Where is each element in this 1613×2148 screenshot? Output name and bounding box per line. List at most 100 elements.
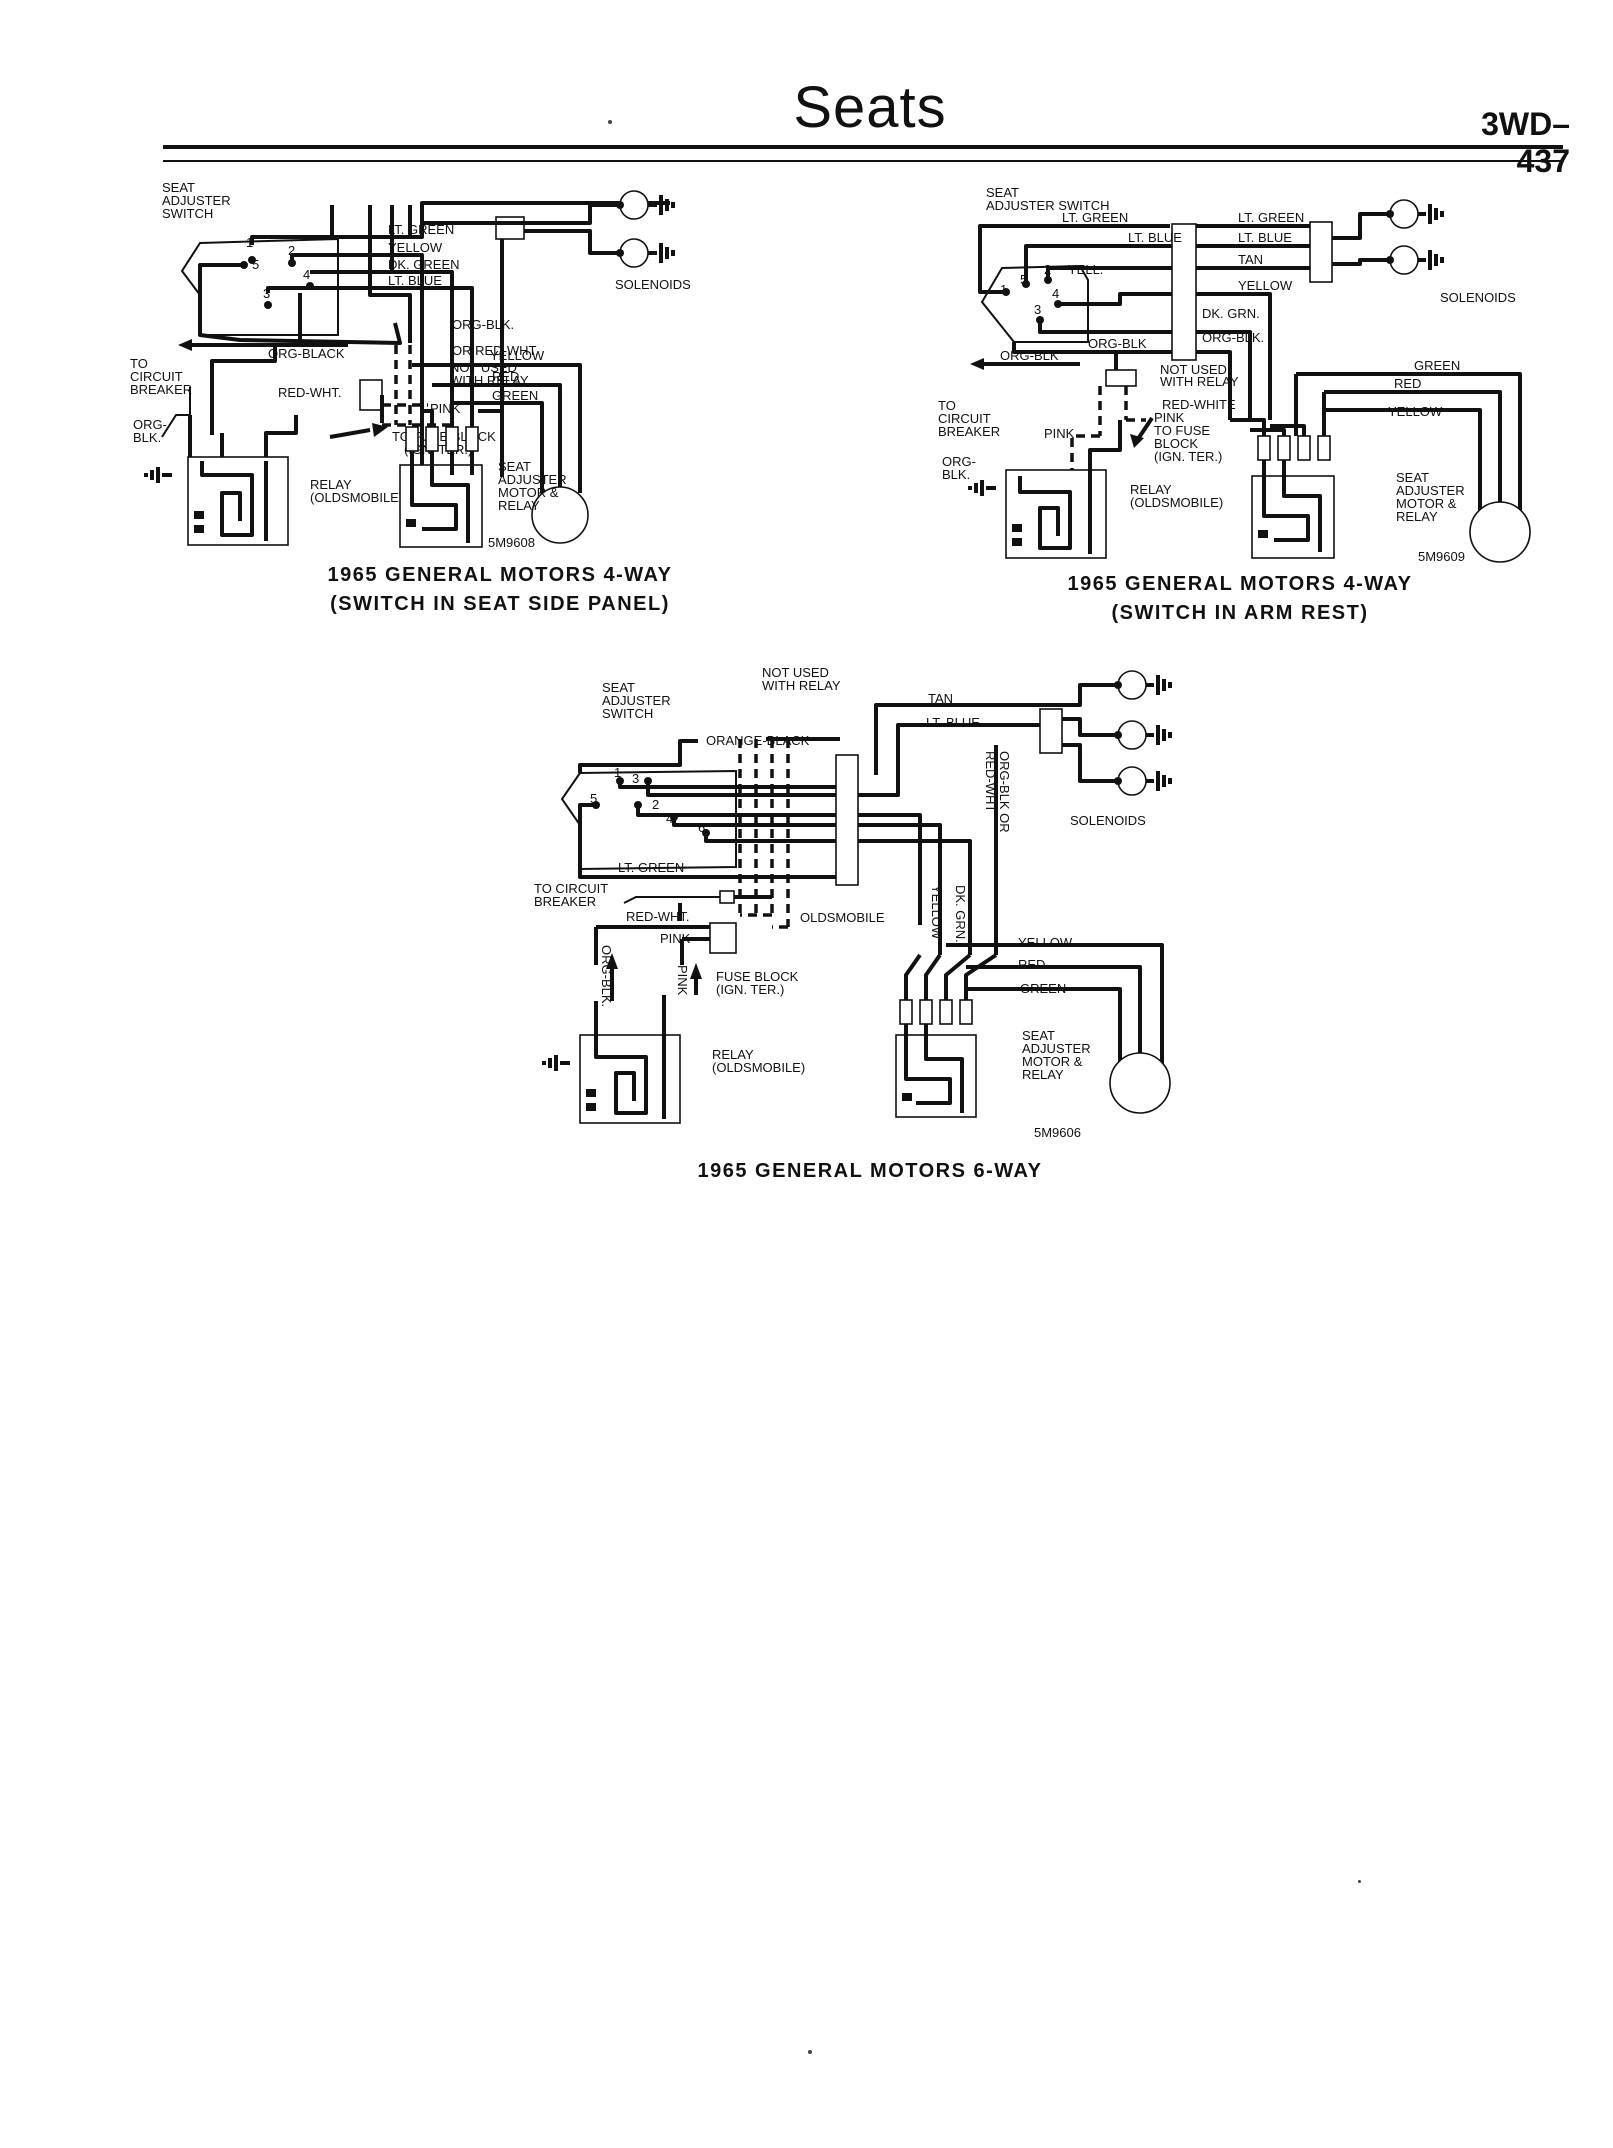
relay-label: (OLDSMOBILE) xyxy=(1130,495,1223,510)
wiring-diagram-4way-side-panel: SEAT ADJUSTER SWITCH 1 5 2 4 3 SOLENOIDS xyxy=(130,180,691,550)
wire-label: ORG-BLK xyxy=(1088,336,1147,351)
scan-speck xyxy=(808,2050,812,2054)
ground-icon xyxy=(1418,204,1444,224)
header-rule xyxy=(163,145,1563,149)
pin-label: 4 xyxy=(1052,286,1059,301)
solenoid xyxy=(1389,245,1419,275)
center-connector xyxy=(835,754,859,886)
motor-connector xyxy=(1277,435,1291,461)
relay-label: RELAY xyxy=(1130,482,1172,497)
motor-wire-label: RED xyxy=(1394,376,1421,391)
pin-label: 4 xyxy=(303,267,310,282)
pink-label-2: PINK xyxy=(1044,426,1075,441)
wire-label: YELLOW xyxy=(1238,278,1293,293)
relay-terminal xyxy=(1012,538,1022,546)
pin-label: 5 xyxy=(252,257,259,272)
page-title: Seats xyxy=(793,75,947,140)
pink-vert-label: PINK xyxy=(675,965,690,996)
motor-connector xyxy=(405,426,419,452)
breaker-label: CIRCUIT xyxy=(938,411,991,426)
caption-line: 1965 GENERAL MOTORS 4-WAY xyxy=(327,564,673,586)
wire-label: LT. BLUE xyxy=(388,273,442,288)
wire-to-fuse xyxy=(329,428,371,439)
motor-label: SEAT xyxy=(1022,1028,1055,1043)
fuse-label: (IGN. TER.) xyxy=(1154,449,1222,464)
motor-connector xyxy=(1257,435,1271,461)
ground-icon xyxy=(648,195,675,215)
solenoid xyxy=(1117,766,1147,796)
motor-label: MOTOR & xyxy=(1022,1054,1083,1069)
relay-connector xyxy=(709,922,737,954)
scan-speck xyxy=(1358,1880,1361,1883)
solenoid xyxy=(1389,199,1419,229)
relay-windings xyxy=(594,995,666,1119)
fuse-label: (IGN. TER.) xyxy=(716,982,784,997)
motor-terminal xyxy=(1258,530,1268,538)
solenoid-connector xyxy=(1309,221,1333,283)
motor-wire-label: YELLOW xyxy=(1018,935,1073,950)
leader-line xyxy=(161,414,190,438)
breaker-label: CIRCUIT xyxy=(130,369,183,384)
red-white-label: RED-WHITE xyxy=(1162,397,1236,412)
pin-label: 2 xyxy=(288,243,295,258)
motor-label: ADJUSTER xyxy=(1022,1041,1091,1056)
motor-wire-label: RED xyxy=(492,369,519,384)
solenoid-terminal xyxy=(616,201,624,209)
motor-power-wires xyxy=(412,363,582,493)
wire-lt-green xyxy=(578,803,840,879)
motor-connector xyxy=(445,426,459,452)
motor-connector xyxy=(1317,435,1331,461)
ground-icon xyxy=(144,467,172,483)
not-used-2: WITH RELAY xyxy=(762,678,841,693)
motor-label: MOTOR & xyxy=(498,485,559,500)
org-blk-label: ORG- xyxy=(942,454,976,469)
pin-label: 1 xyxy=(246,235,253,250)
relay-connector xyxy=(359,379,383,411)
header-rule-thin xyxy=(163,160,1563,162)
arrow-to-breaker xyxy=(970,358,984,370)
switch-label-3: SWITCH xyxy=(162,206,213,221)
solenoid xyxy=(1117,720,1147,750)
wire-label: RED-WHT. xyxy=(278,385,342,400)
center-connector xyxy=(1171,223,1197,361)
motor-wire-label: GREEN xyxy=(492,388,538,403)
solenoid xyxy=(1117,670,1147,700)
switch-label-2: ADJUSTER xyxy=(602,693,671,708)
motor-label: MOTOR & xyxy=(1396,496,1457,511)
wire-yell xyxy=(1046,266,1172,280)
wire-label: YELL. xyxy=(1068,262,1103,277)
motor-wire-label: GREEN xyxy=(1414,358,1460,373)
solenoid xyxy=(619,190,649,220)
wire-dk-grn xyxy=(1038,320,1172,334)
wire-solenoid-b xyxy=(524,229,620,255)
breaker-label: TO xyxy=(938,398,956,413)
fuse-label: TO FUSE xyxy=(1154,423,1210,438)
wiring-diagram-6way: 1 3 5 2 4 6 SEAT ADJUSTER SWITCH NOT USE… xyxy=(534,665,1172,1140)
motor-feed xyxy=(1230,418,1306,436)
ground-icon xyxy=(1146,725,1172,745)
dashed-not-used xyxy=(738,739,790,929)
solenoid-feed xyxy=(1062,717,1118,783)
not-used-1: NOT USED xyxy=(1160,362,1227,377)
seat-motor xyxy=(1469,501,1531,563)
wire-lt-green xyxy=(978,224,1170,250)
not-used-1: NOT USED xyxy=(762,665,829,680)
caption-line: (SWITCH IN ARM REST) xyxy=(1111,602,1369,624)
solenoid-terminal xyxy=(616,249,624,257)
yellow-label: YELLOW xyxy=(929,885,944,940)
scan-speck xyxy=(608,120,612,124)
pin-label: 1 xyxy=(614,765,621,780)
solenoid xyxy=(619,238,649,268)
relay-terminal xyxy=(194,525,204,533)
motor-windings xyxy=(904,1024,964,1113)
motor-connector xyxy=(899,999,913,1025)
ground-icon xyxy=(968,480,996,496)
arrow-to-fuse xyxy=(372,423,388,437)
pin-label: 5 xyxy=(590,791,597,806)
right-harness xyxy=(1196,224,1310,420)
motor-terminal xyxy=(406,519,416,527)
red-wht-label-2: RED-WHT. xyxy=(626,909,690,924)
wire-lt-blue xyxy=(978,244,1172,294)
motor-connector xyxy=(425,426,439,452)
